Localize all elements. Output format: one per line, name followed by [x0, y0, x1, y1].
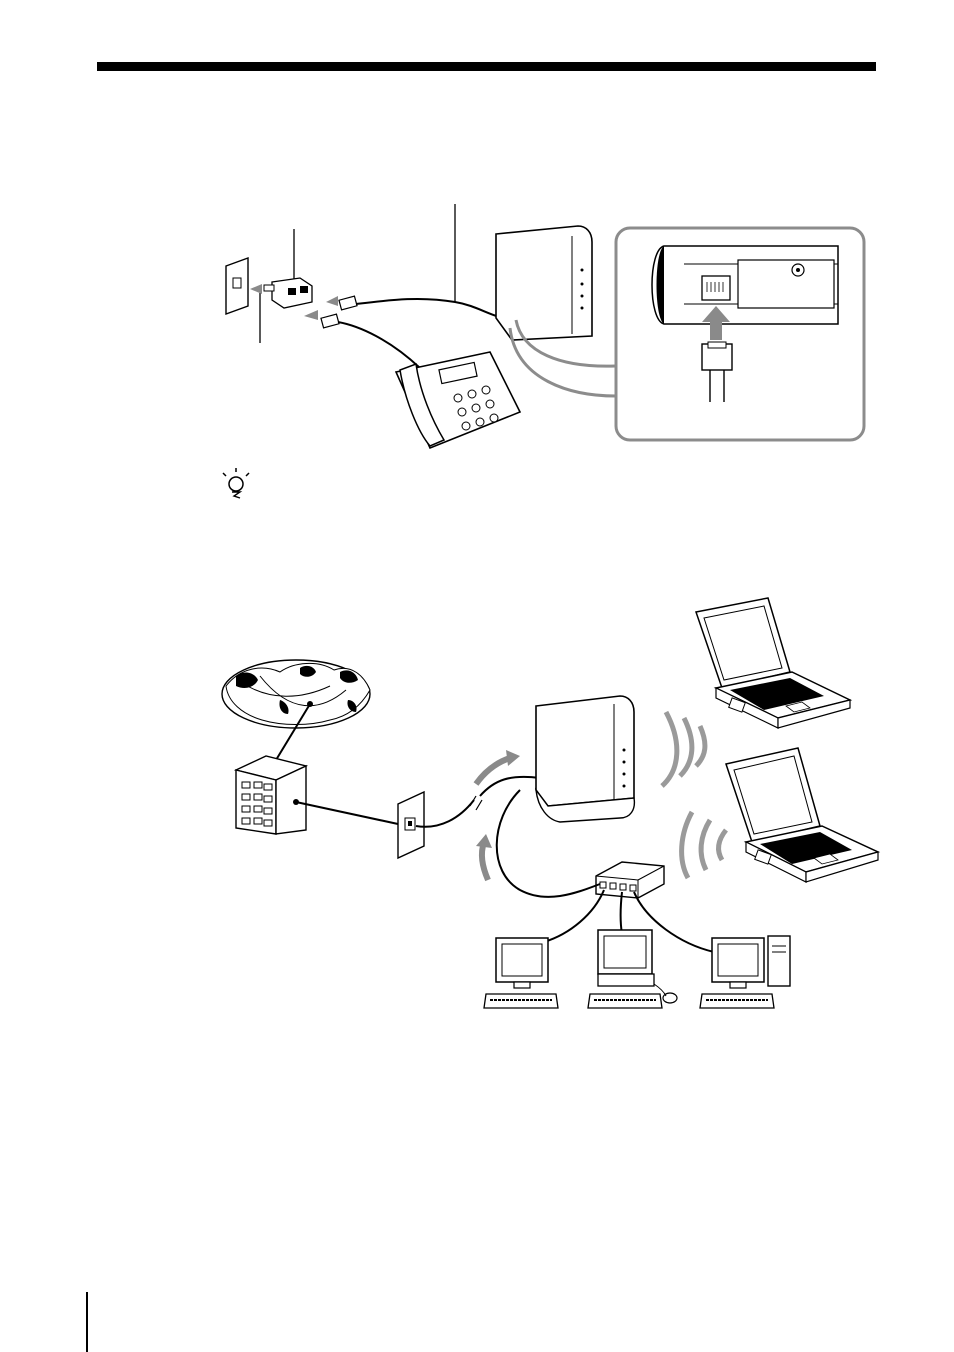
wall-jack [398, 792, 424, 858]
access-point [536, 696, 634, 822]
margin-line [86, 1292, 88, 1352]
hub [596, 862, 664, 898]
wireless-waves-lower [682, 812, 726, 878]
desktop-pc [484, 938, 558, 1008]
provider-building [236, 756, 306, 834]
desktop-pc [700, 936, 790, 1008]
laptop [696, 598, 850, 728]
desktop-pc [588, 930, 677, 1008]
wireless-waves-upper [662, 712, 705, 786]
internet-globe [222, 660, 370, 728]
laptop [726, 748, 878, 882]
